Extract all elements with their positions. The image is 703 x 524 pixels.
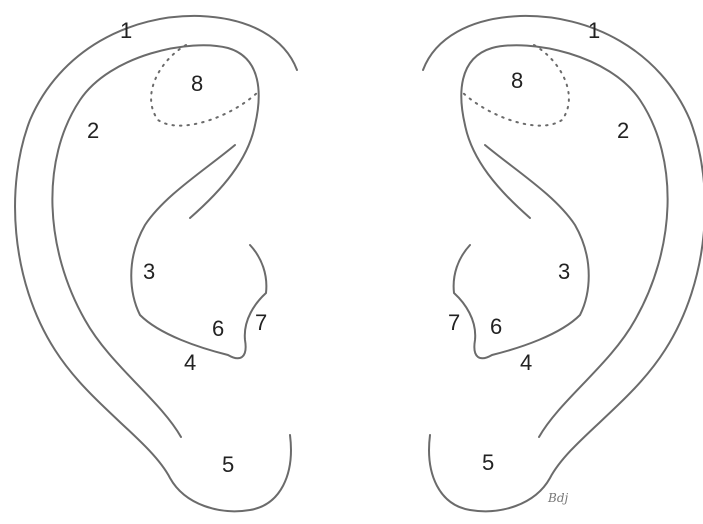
right-label-8: 8	[511, 68, 523, 93]
left-ear-antihelix-ridge	[52, 45, 258, 437]
left-label-8: 8	[191, 71, 203, 96]
left-ear-outer-helix-outline	[15, 16, 297, 511]
left-label-6: 6	[212, 316, 224, 341]
left-ear-triangular-fossa-dotted	[151, 45, 258, 126]
right-label-3: 3	[558, 259, 570, 284]
right-ear-concha-outline	[454, 145, 589, 358]
left-label-3: 3	[143, 259, 155, 284]
left-label-7: 7	[255, 310, 267, 335]
left-label-1: 1	[120, 18, 132, 43]
right-label-4: 4	[520, 350, 532, 375]
right-label-2: 2	[617, 118, 629, 143]
right-label-7: 7	[448, 310, 460, 335]
left-label-5: 5	[222, 452, 234, 477]
right-ear-antihelix-ridge	[461, 45, 667, 437]
left-label-2: 2	[87, 118, 99, 143]
artist-signature: Bdj	[547, 491, 569, 505]
right-label-6: 6	[490, 314, 502, 339]
right-label-1: 1	[588, 18, 600, 43]
right-label-5: 5	[482, 450, 494, 475]
left-ear	[15, 16, 297, 511]
left-ear-concha-outline	[131, 145, 266, 358]
left-label-4: 4	[184, 350, 196, 375]
